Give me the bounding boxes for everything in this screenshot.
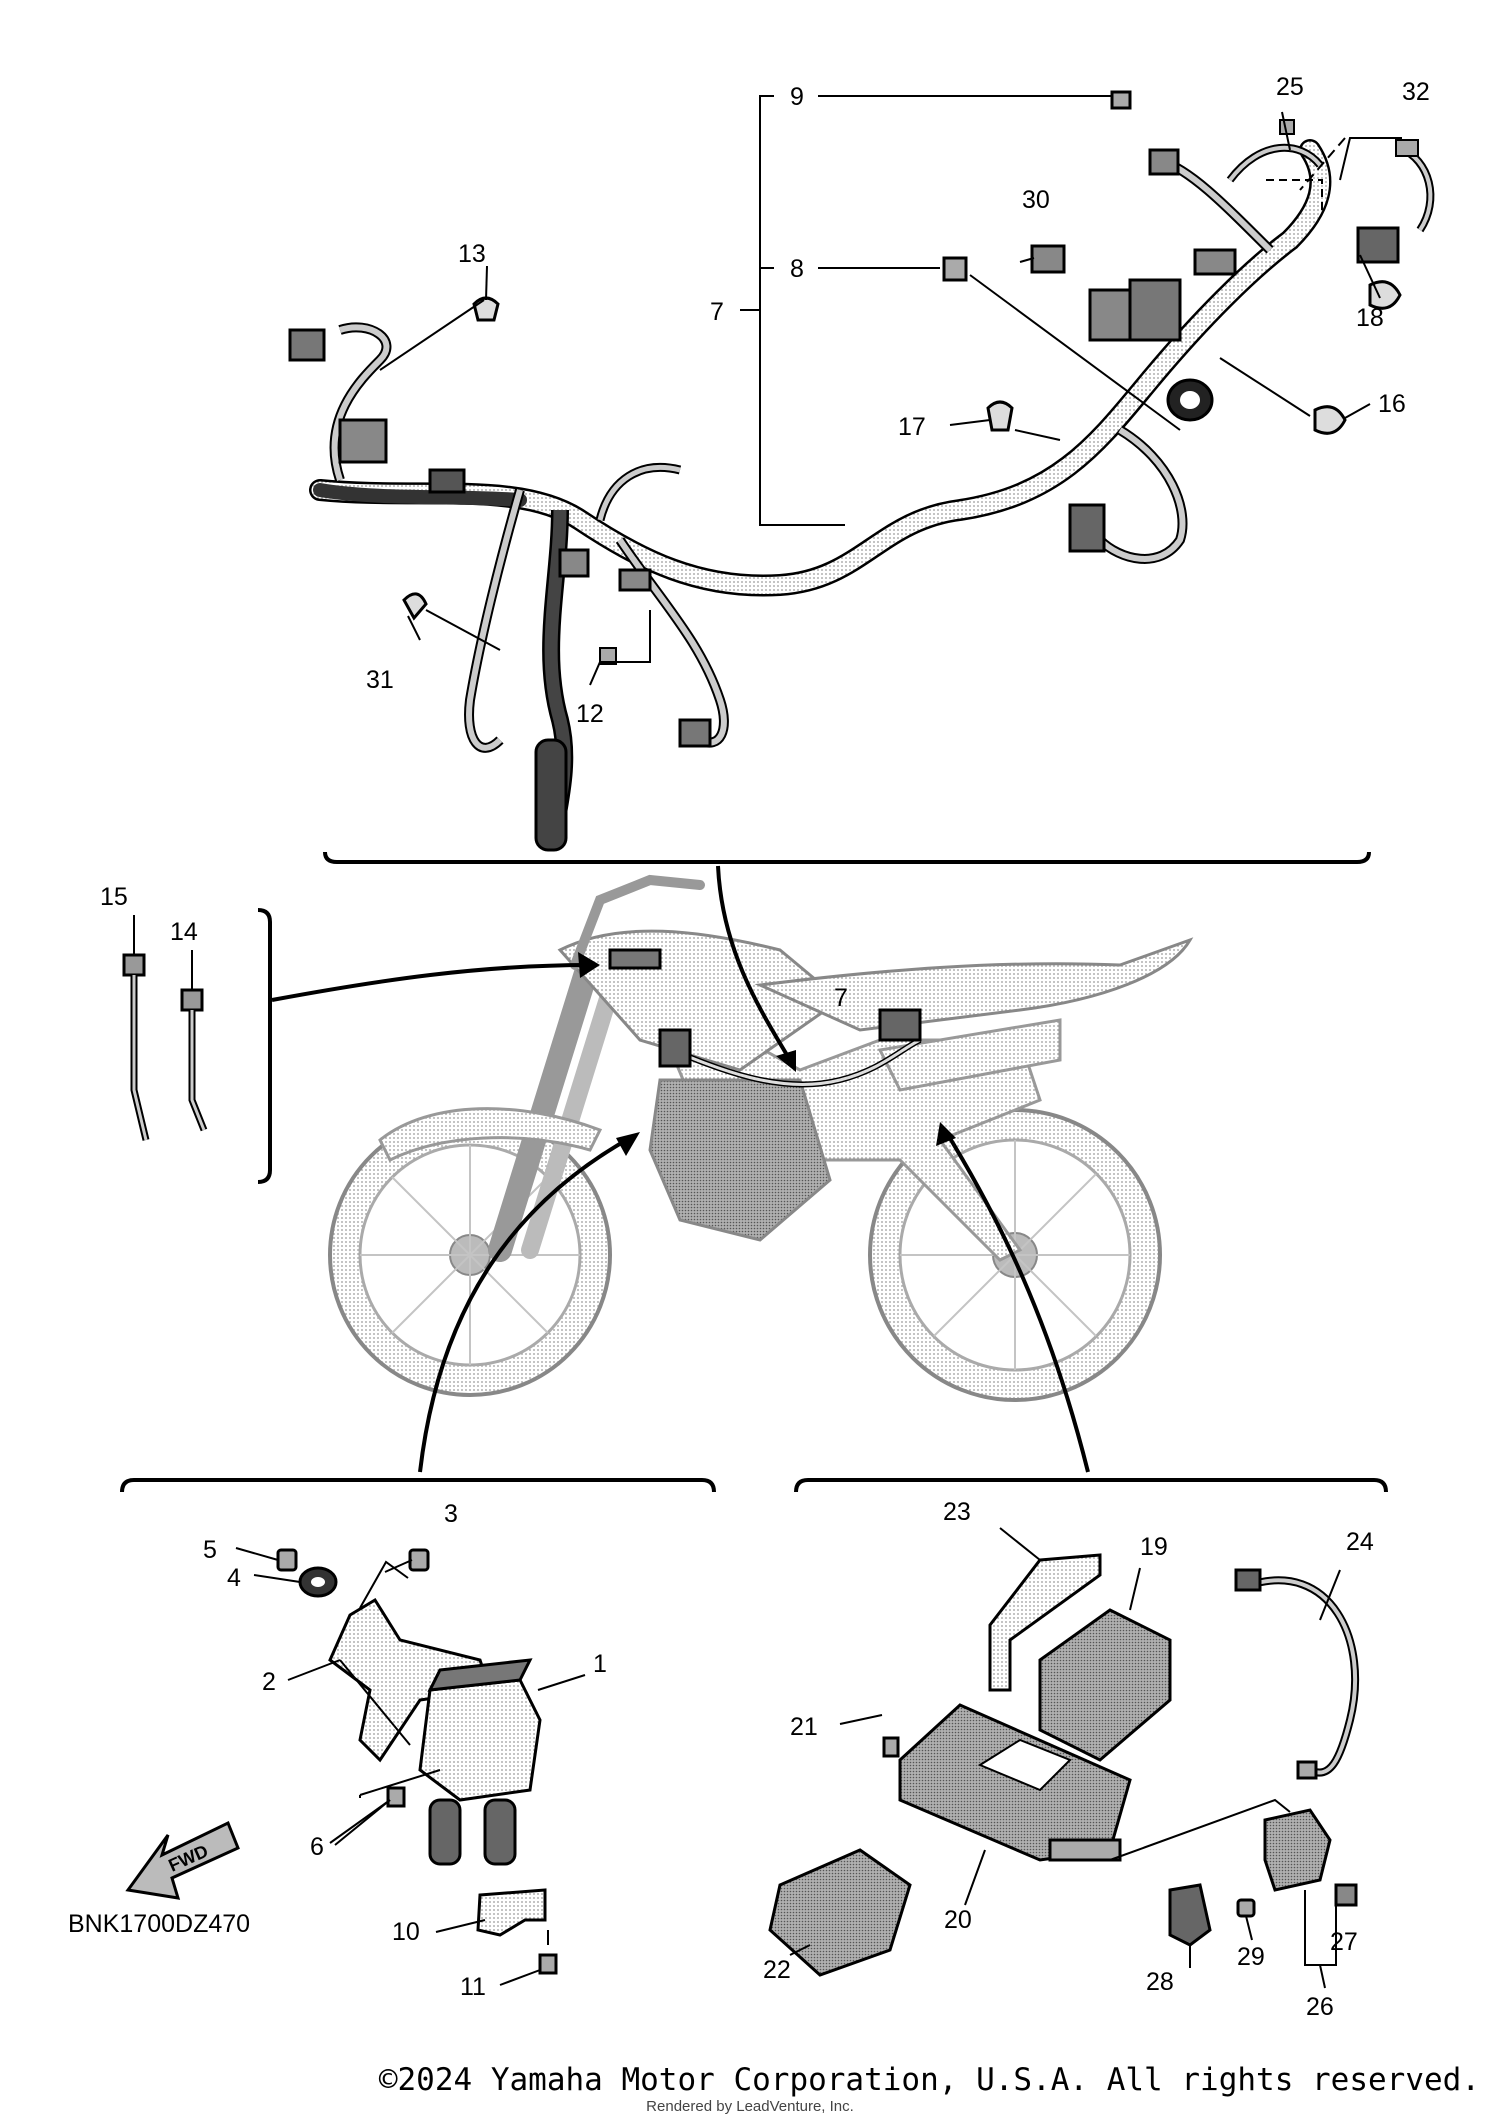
callout-24: 24	[1346, 1528, 1374, 1556]
callout-13: 13	[458, 240, 486, 268]
location-arrows	[271, 865, 1090, 1473]
callout-23: 23	[943, 1498, 971, 1526]
callout-25: 25	[1276, 73, 1304, 101]
callout-4: 4	[227, 1564, 241, 1592]
callout-16: 16	[1378, 390, 1406, 418]
callout-26: 26	[1306, 1993, 1334, 2021]
callout-6: 6	[310, 1833, 324, 1861]
callout-7: 7	[710, 298, 724, 326]
right-section-divider	[794, 1478, 1388, 1493]
callout-12: 12	[576, 700, 604, 728]
callout-28: 28	[1146, 1968, 1174, 1996]
callout-11: 11	[460, 1973, 486, 2001]
left-section-divider	[120, 1478, 716, 1493]
copyright-notice: ©2024 Yamaha Motor Corporation, U.S.A. A…	[378, 2062, 1480, 2098]
callout-1: 1	[593, 1650, 607, 1678]
callout-30: 30	[1022, 186, 1050, 214]
bottom-right-parts	[768, 1553, 1360, 1977]
callout-17: 17	[898, 413, 926, 441]
callout-31: 31	[366, 666, 394, 694]
callout-22: 22	[763, 1956, 791, 1984]
harness-section-divider	[323, 851, 1371, 864]
callout-5: 5	[203, 1536, 217, 1564]
callout-19: 19	[1140, 1533, 1168, 1561]
callout-15: 15	[100, 883, 128, 911]
callout-21: 21	[790, 1713, 818, 1741]
callout-32: 32	[1402, 78, 1430, 106]
diagram-code: BNK1700DZ470	[68, 1910, 250, 1938]
callout-2: 2	[262, 1668, 276, 1696]
callout-numbers: 1 2 3 4 5 6 7 7 8 9 10 11 12 13 14 15 16…	[100, 73, 1430, 2021]
harness-leaders	[379, 95, 1402, 686]
rendered-by-note: Rendered by LeadVenture, Inc.	[646, 2098, 854, 2115]
callout-8: 8	[790, 255, 804, 283]
bottom-right-leaders	[789, 1527, 1341, 1989]
motorcycle-illustration	[328, 874, 1194, 1402]
wire-harness-illustration	[288, 90, 1435, 852]
callout-9: 9	[790, 83, 804, 111]
bottom-left-leaders	[235, 1547, 586, 1986]
bottom-left-parts	[276, 1548, 558, 1975]
callout-29: 29	[1237, 1943, 1265, 1971]
fwd-arrow-icon: FWD	[125, 1820, 240, 1900]
callout-14: 14	[170, 918, 198, 946]
callout-27: 27	[1330, 1928, 1358, 1956]
callout-7-bike: 7	[834, 984, 848, 1012]
callout-20: 20	[944, 1906, 972, 1934]
ties-bracket	[257, 908, 272, 1184]
callout-18: 18	[1356, 304, 1384, 332]
callout-3: 3	[444, 1500, 458, 1528]
cable-ties	[122, 915, 208, 1141]
arrow-heads	[578, 952, 956, 1156]
callout-10: 10	[392, 1918, 420, 1946]
